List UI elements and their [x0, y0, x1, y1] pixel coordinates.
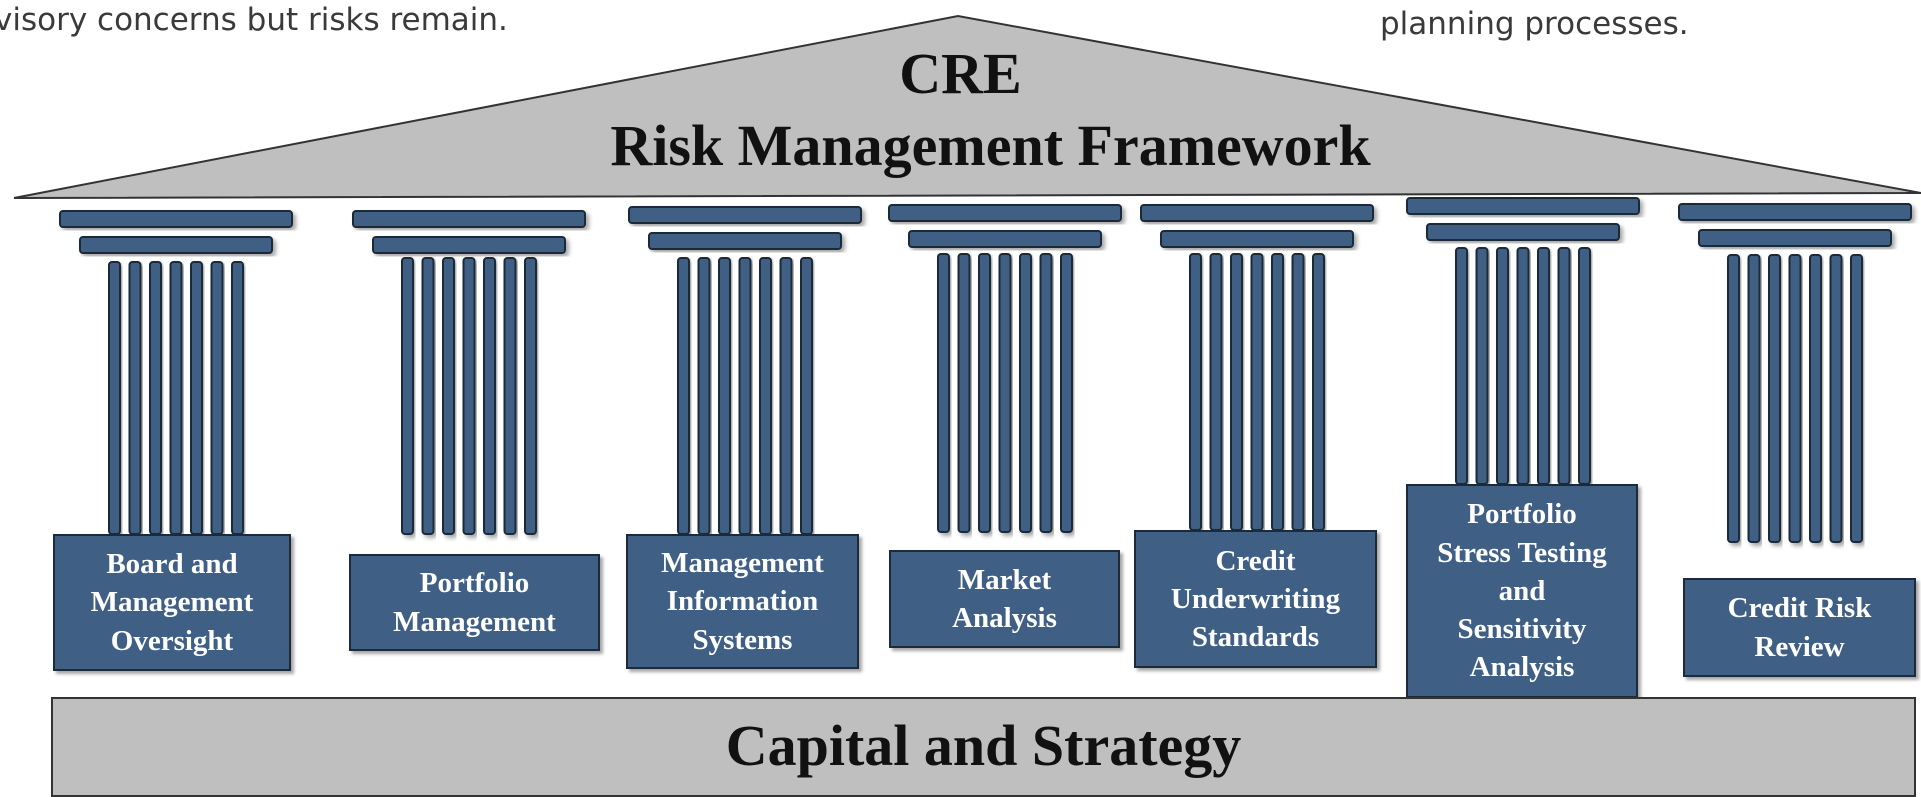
- pillar-flute: [421, 257, 435, 535]
- pillar-flute: [697, 257, 711, 535]
- pillar-capital-bottom: [1698, 229, 1892, 247]
- pillar-flute: [401, 257, 414, 535]
- pillar-capital-bottom: [1160, 230, 1354, 248]
- pillar-capital-top: [888, 204, 1122, 222]
- framework-diagram: [13, 14, 1921, 543]
- pillar-flute: [462, 257, 476, 535]
- pillar-flute: [169, 261, 183, 535]
- pillar-flute: [190, 261, 203, 535]
- pillar-flute: [1475, 247, 1489, 485]
- pillar-flute: [524, 257, 537, 535]
- pillar-flute: [1209, 253, 1223, 531]
- pillar-flute: [503, 257, 517, 535]
- pillar-flute: [1578, 247, 1591, 485]
- slide-body-text-left: visory concerns but risks remain.: [0, 2, 508, 38]
- pillar-flute: [1189, 253, 1202, 531]
- pillar-flute: [1768, 254, 1781, 543]
- pillar-flute: [128, 261, 142, 535]
- pillar-flute: [1747, 254, 1761, 543]
- pillar-capital-bottom: [79, 236, 273, 254]
- pillar-flute: [1291, 253, 1305, 531]
- roof-title-cre: CRE: [899, 41, 1022, 106]
- pillar-flute: [1809, 254, 1822, 543]
- pillar-flute: [978, 253, 991, 533]
- pillar-flute: [1039, 253, 1053, 533]
- pillar-flute: [957, 253, 971, 533]
- pillar-flute: [210, 261, 224, 535]
- pillar-capital-bottom: [908, 230, 1102, 248]
- pillar-flute: [718, 257, 731, 535]
- pillar-label-stress: Portfolio Stress Testing and Sensitivity…: [1406, 484, 1638, 698]
- pillar-flute: [1516, 247, 1530, 485]
- pillar-flute: [1312, 253, 1325, 531]
- pillar-flute: [779, 257, 793, 535]
- pillar-flute: [677, 257, 690, 535]
- pillar-flute: [800, 257, 813, 535]
- pillar-label-mis: Management Information Systems: [626, 534, 859, 669]
- pillar-label-portfolio: Portfolio Management: [349, 554, 600, 651]
- pillar-flute: [483, 257, 496, 535]
- pillar-flute: [937, 253, 950, 533]
- pillar-label-market: Market Analysis: [889, 550, 1120, 648]
- pillar-flute: [1060, 253, 1073, 533]
- pillar-capital-bottom: [1426, 223, 1620, 241]
- slide-body-text-right: planning processes.: [1380, 6, 1689, 42]
- roof-pediment: [13, 14, 1921, 199]
- pillar-capital-top: [1140, 204, 1374, 222]
- pillar-flute: [1230, 253, 1243, 531]
- pillar-flute: [998, 253, 1012, 533]
- foundation-label: Capital and Strategy: [725, 713, 1242, 778]
- pillar-flute: [442, 257, 455, 535]
- pillar-capital-top: [59, 210, 293, 228]
- pillar-label-review: Credit Risk Review: [1683, 578, 1916, 677]
- pillar-flute: [1850, 254, 1863, 543]
- pillar-capital-top: [628, 206, 862, 224]
- pillar-flute: [1250, 253, 1264, 531]
- pillar-flute: [1455, 247, 1468, 485]
- pillar-flute: [759, 257, 772, 535]
- pillar-flute: [1557, 247, 1571, 485]
- pillar-flute: [1788, 254, 1802, 543]
- pillar-flute: [108, 261, 121, 535]
- pillar-flute: [231, 261, 244, 535]
- pillar-label-board: Board and Management Oversight: [53, 534, 291, 671]
- pillar-flute: [1496, 247, 1509, 485]
- pillar-flute: [1537, 247, 1550, 485]
- pillar-capital-bottom: [648, 232, 842, 250]
- pillar-capital-top: [1406, 197, 1640, 215]
- pillar-capital-top: [1678, 203, 1912, 221]
- pillar-flute: [1829, 254, 1843, 543]
- pillar-capital-top: [352, 210, 586, 228]
- pillar-flute: [738, 257, 752, 535]
- pillar-capital-bottom: [372, 236, 566, 254]
- pillar-flute: [1019, 253, 1032, 533]
- pillar-label-underwriting: Credit Underwriting Standards: [1134, 530, 1377, 668]
- pillar-flute: [149, 261, 162, 535]
- roof-title-framework: Risk Management Framework: [610, 113, 1371, 178]
- pillar-flute: [1727, 254, 1740, 543]
- pillar-flute: [1271, 253, 1284, 531]
